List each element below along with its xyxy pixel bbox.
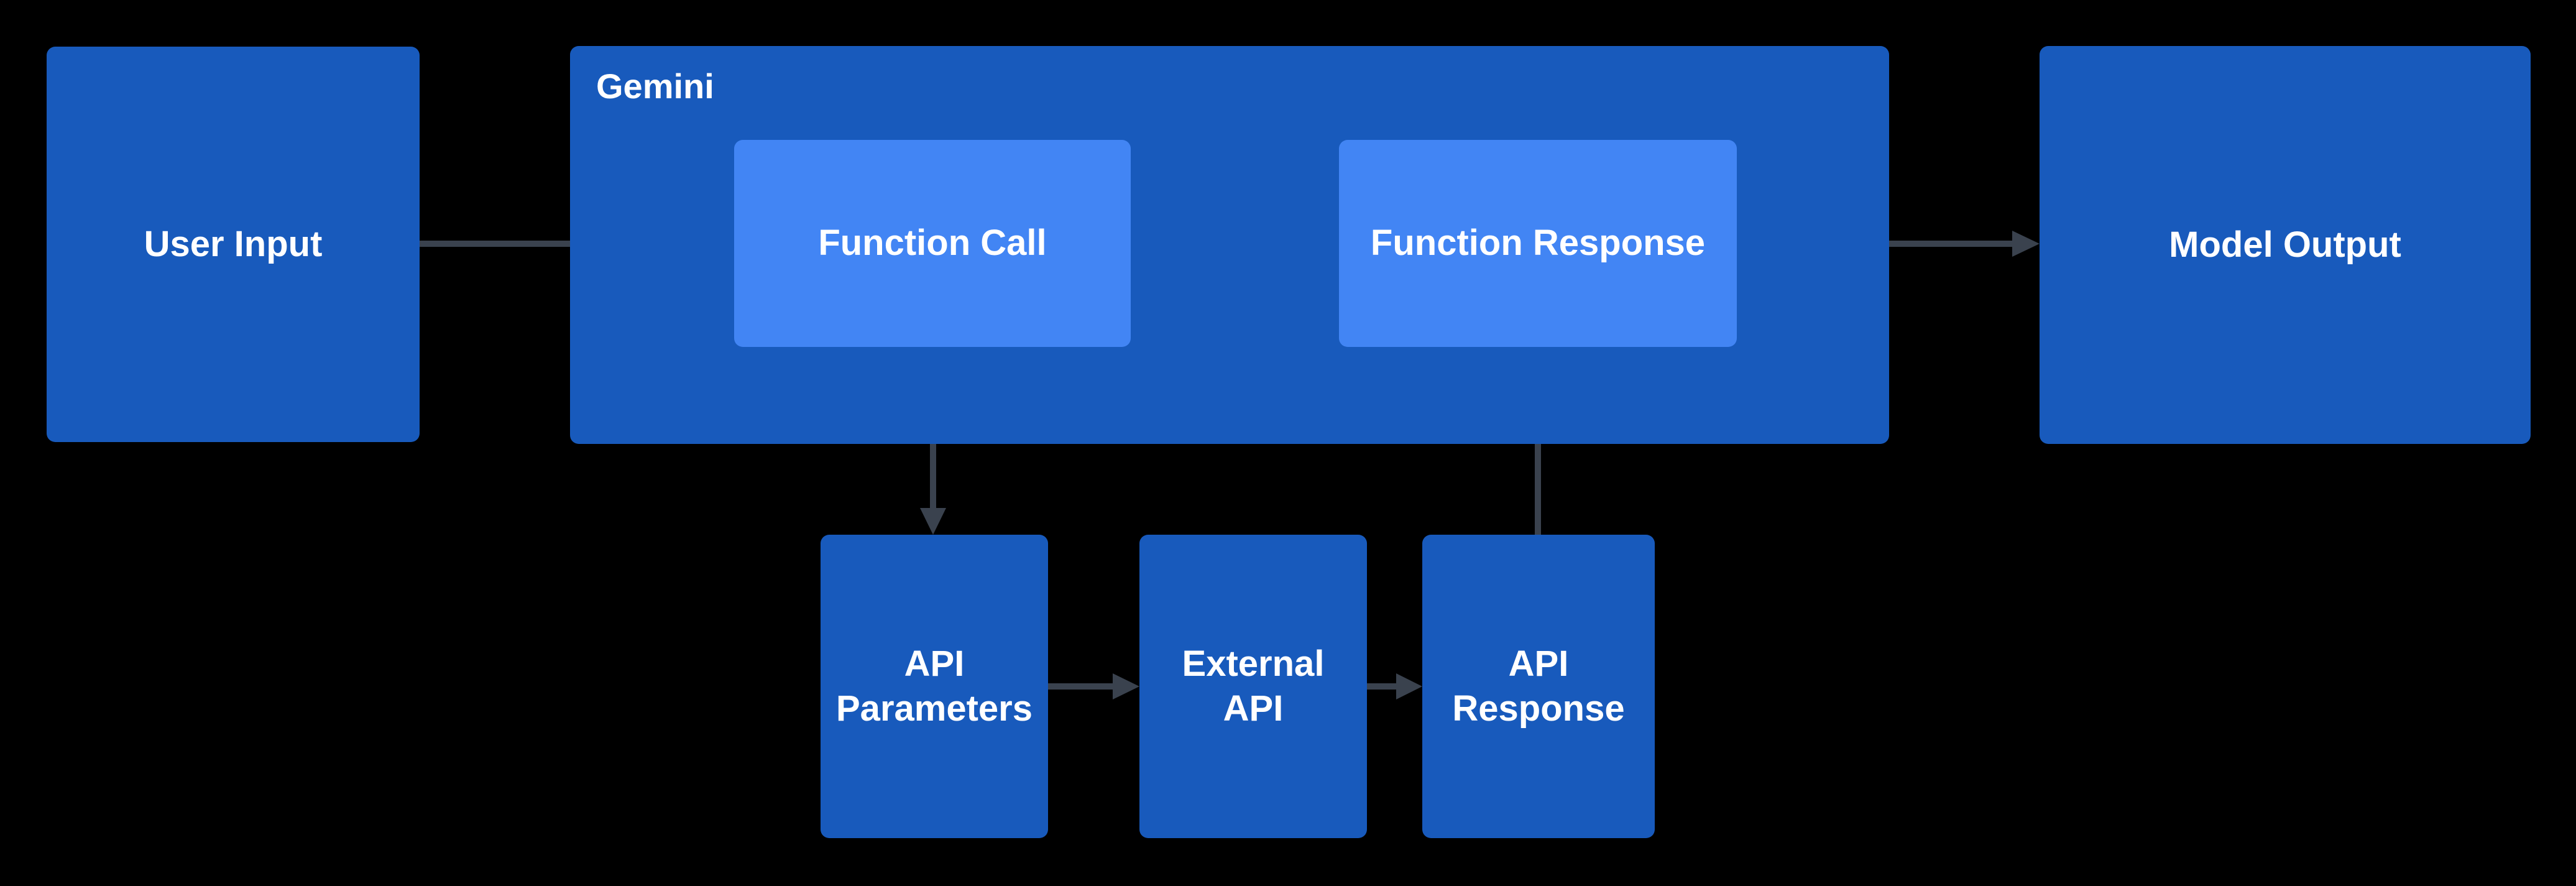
arrow-external-api-to-api-response: [1367, 673, 1422, 699]
gemini-container-label: Gemini: [596, 67, 714, 106]
model-output-label: Model Output: [2169, 224, 2401, 265]
api-parameters-label: API Parameters: [836, 643, 1033, 729]
arrowhead-right-icon: [2012, 231, 2040, 257]
api-response-label: API Response: [1452, 643, 1625, 729]
external-api-label: External API: [1182, 643, 1325, 729]
function-response-label: Function Response: [1370, 223, 1706, 264]
function-call-node: Function Call: [734, 140, 1131, 347]
user-input-node: User Input: [47, 47, 420, 442]
function-call-label: Function Call: [818, 223, 1047, 264]
function-response-node: Function Response: [1339, 140, 1737, 347]
arrow-gemini-to-model-output: [1889, 231, 2040, 257]
model-output-node: Model Output: [2040, 46, 2531, 444]
api-parameters-node: API Parameters: [821, 535, 1048, 838]
arrowhead-down-icon: [920, 508, 946, 535]
external-api-node: External API: [1139, 535, 1367, 838]
user-input-label: User Input: [144, 223, 323, 264]
arrowhead-right-icon: [1396, 673, 1422, 699]
api-response-node: API Response: [1422, 535, 1655, 838]
arrowhead-right-icon: [1113, 673, 1139, 699]
arrow-api-parameters-to-external-api: [1048, 673, 1139, 699]
